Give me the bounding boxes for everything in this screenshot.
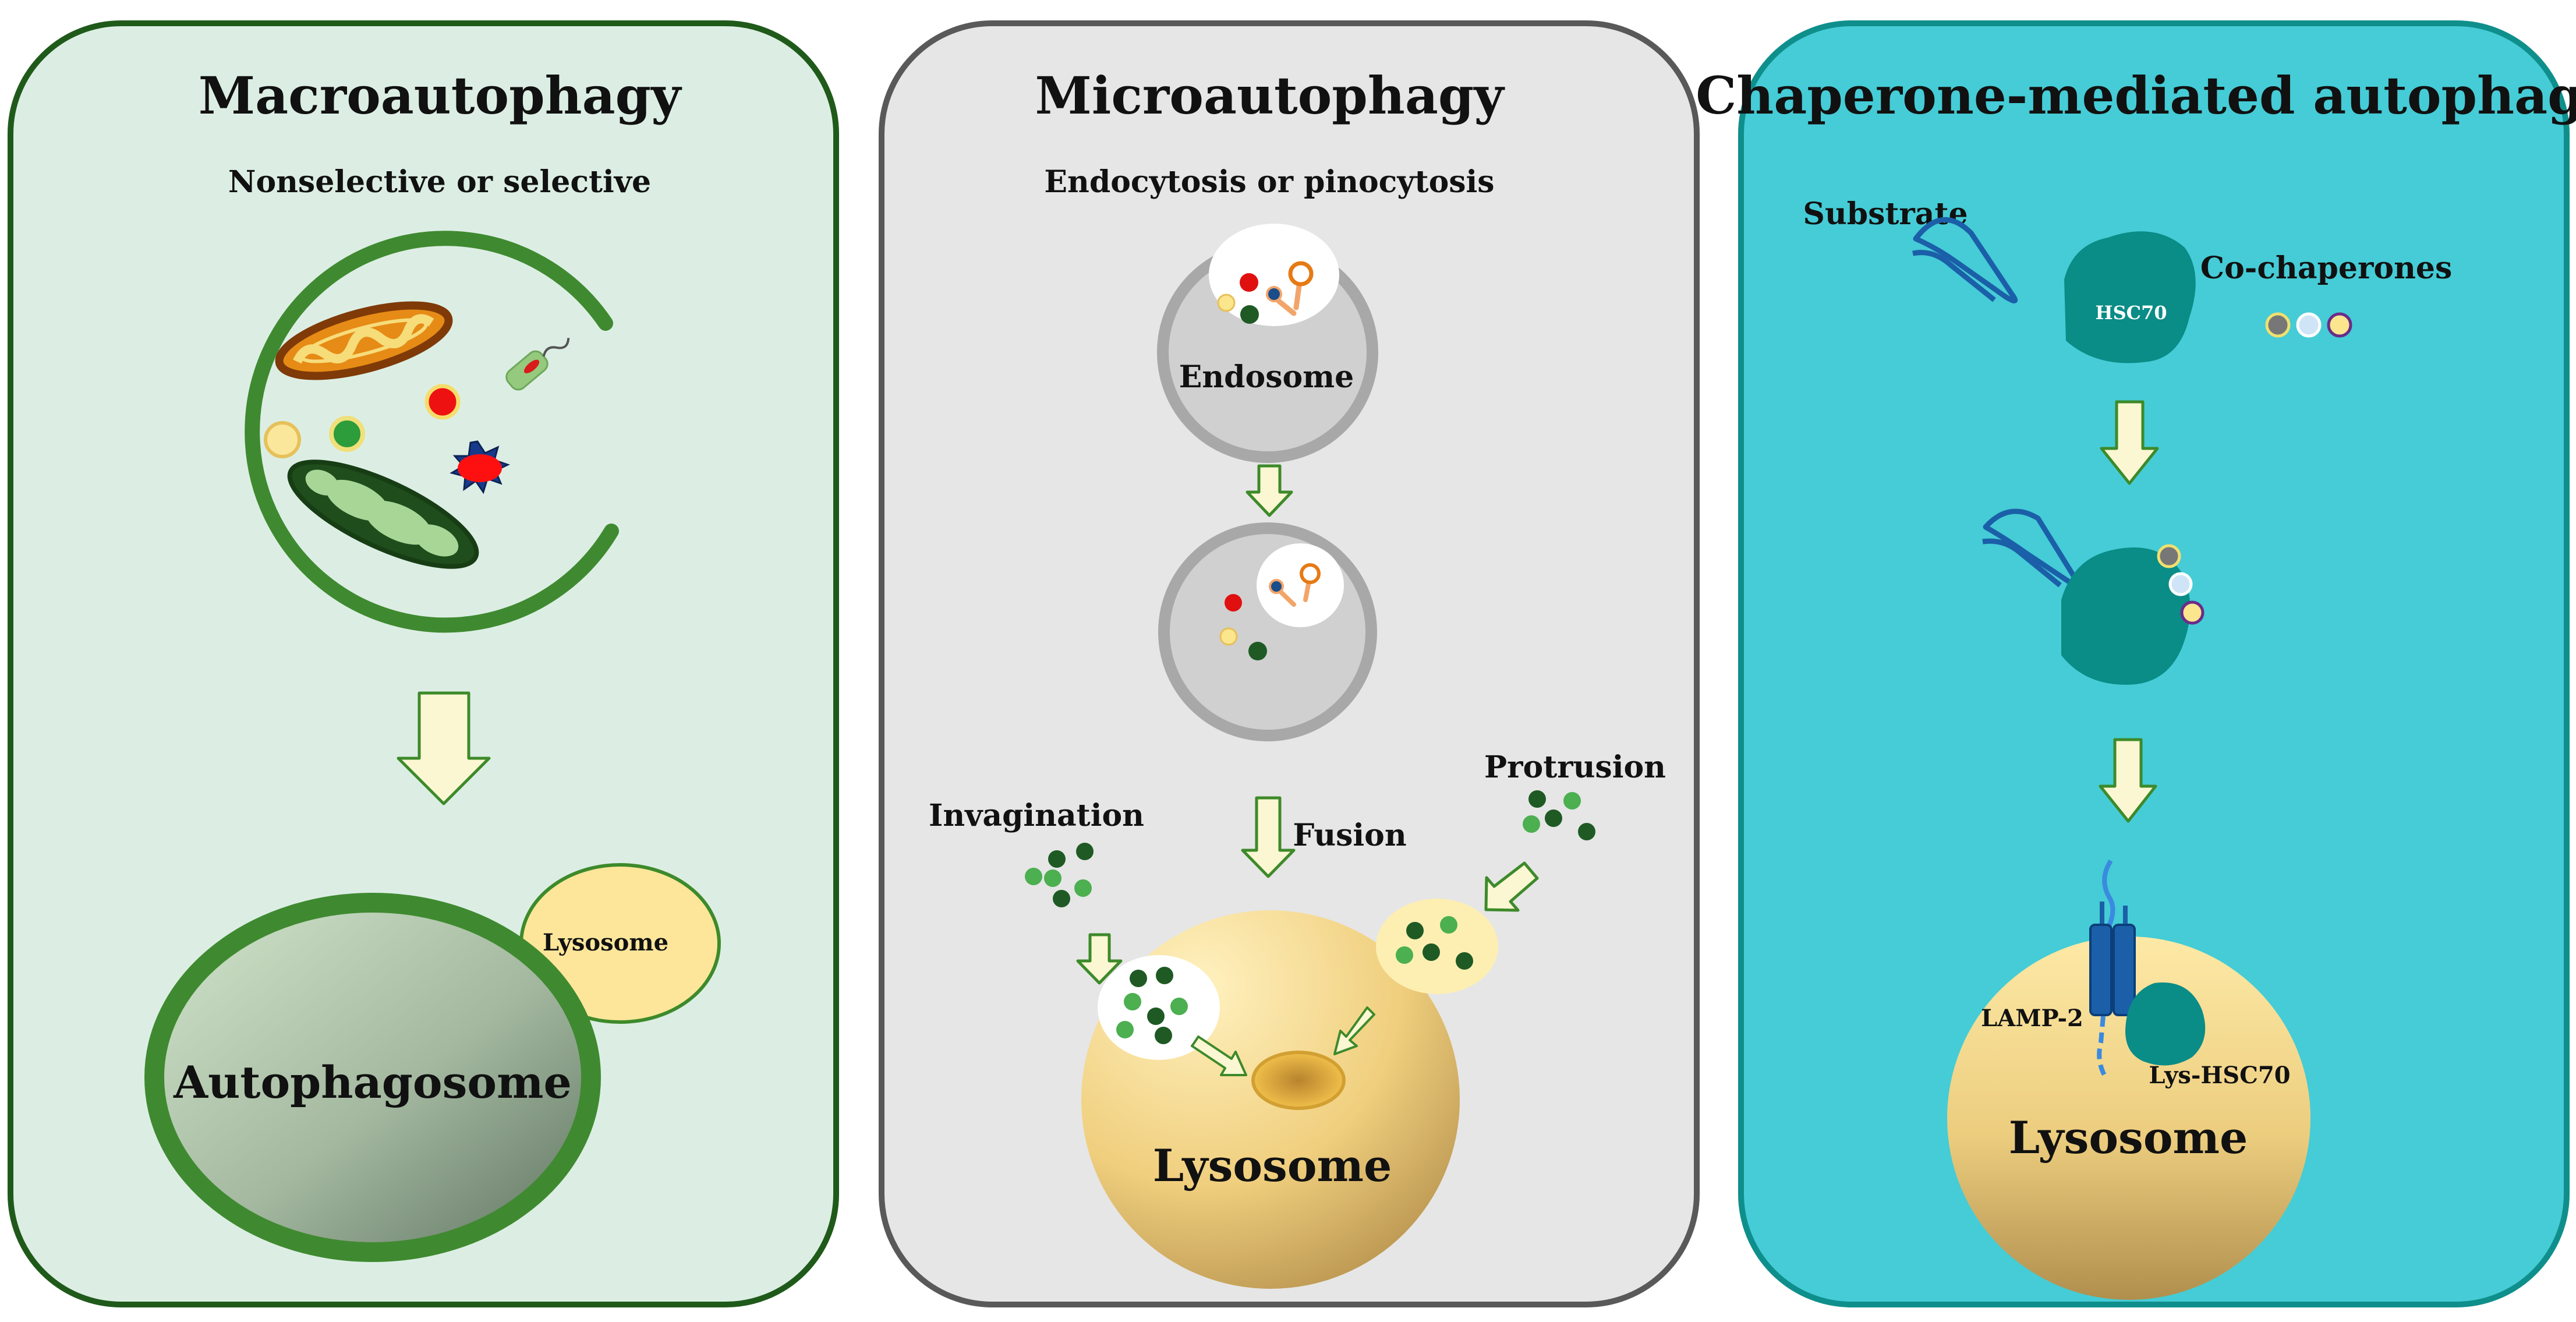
substrate-protein-icon — [1912, 217, 2018, 303]
mvb-cargo-darkgreen — [1248, 642, 1267, 660]
protrusion-vesicle-cargo — [1396, 916, 1473, 970]
protein-aggregate-icon — [450, 440, 510, 494]
cma-panel: Chaperone-mediated autophagy Substrate H… — [1696, 20, 2576, 1307]
protrusion-label: Protrusion — [1484, 750, 1666, 785]
autophagosome-label: Autophagosome — [173, 1056, 572, 1108]
co-chaperone-yellow-icon — [2327, 312, 2352, 338]
invagination-cargo-cluster — [1025, 843, 1094, 907]
invagination-label: Invagination — [929, 798, 1144, 833]
microautophagy-panel: Microautophagy Endocytosis or pinocytosi… — [879, 20, 1700, 1307]
lipid-droplet-icon — [264, 421, 301, 458]
protrusion-cargo-cluster — [1523, 790, 1595, 840]
macro-lysosome-label: Lysosome — [543, 929, 668, 956]
fusion-label: Fusion — [1293, 818, 1406, 853]
substrate-hsc70-complex — [1982, 508, 2205, 685]
mvb-cargo-key-icon — [1269, 563, 1321, 607]
co-chaperones-label: Co-chaperones — [2200, 250, 2453, 286]
core-arrow-right — [1333, 1006, 1375, 1055]
vesicle-green-icon — [329, 416, 365, 452]
substrate-label: Substrate — [1803, 196, 1968, 232]
macro-down-arrow — [397, 691, 491, 805]
cma-lysosome-label: Lysosome — [2009, 1112, 2248, 1164]
cma-arrow-1 — [2100, 400, 2159, 485]
cargo-darkgreen-icon — [1240, 305, 1259, 324]
protrusion-arrow — [1484, 861, 1539, 912]
hsc70-icon — [2064, 231, 2196, 363]
endosome-invagination — [1209, 224, 1339, 326]
vesicle-red-icon — [424, 384, 461, 420]
fusion-arrow — [1241, 796, 1296, 878]
lamp2-icon — [2089, 859, 2136, 1077]
phagophore-membrane — [245, 231, 619, 633]
endosome-label: Endosome — [1179, 359, 1354, 395]
co-chaperone-blue-icon — [2296, 312, 2322, 338]
micro-lysosome-label: Lysosome — [1153, 1140, 1392, 1192]
micro-subtitle: Endocytosis or pinocytosis — [1044, 164, 1494, 200]
mvb-cargo-yellow — [1219, 627, 1238, 646]
cma-arrow-2 — [2099, 738, 2157, 823]
core-arrow-left — [1191, 1035, 1247, 1076]
macroautophagy-panel: Macroautophagy Nonselective or selective — [8, 20, 839, 1307]
autophagosome — [144, 893, 601, 1262]
endoplasmic-reticulum-icon — [287, 459, 479, 569]
lysosome-core — [1251, 1051, 1346, 1110]
micro-title: Microautophagy — [1035, 65, 1505, 126]
macro-title: Macroautophagy — [199, 65, 682, 126]
invagination-vesicle-cargo — [1116, 967, 1188, 1044]
lamp2-label: LAMP-2 — [1981, 1005, 2083, 1032]
cma-title: Chaperone-mediated autophagy — [1696, 65, 2576, 126]
hsc70-label: HSC70 — [2095, 302, 2167, 324]
invagination-arrow — [1076, 933, 1123, 985]
cargo-yellow-icon — [1217, 294, 1236, 312]
lys-hsc70-icon — [2125, 982, 2206, 1066]
mvb-invagination — [1257, 543, 1344, 627]
micro-arrow-1 — [1245, 464, 1293, 517]
bacterium-icon — [505, 338, 570, 391]
lys-hsc70-label: Lys-HSC70 — [2149, 1062, 2290, 1089]
cargo-key-icon — [1266, 261, 1314, 316]
mitochondrion-icon — [275, 301, 453, 380]
cargo-red-icon — [1240, 273, 1258, 292]
cma-lysosome — [1947, 936, 2310, 1300]
co-chaperone-grey-icon — [2265, 312, 2291, 338]
mvb-cargo-red — [1225, 594, 1242, 611]
macro-subtitle: Nonselective or selective — [228, 164, 651, 200]
